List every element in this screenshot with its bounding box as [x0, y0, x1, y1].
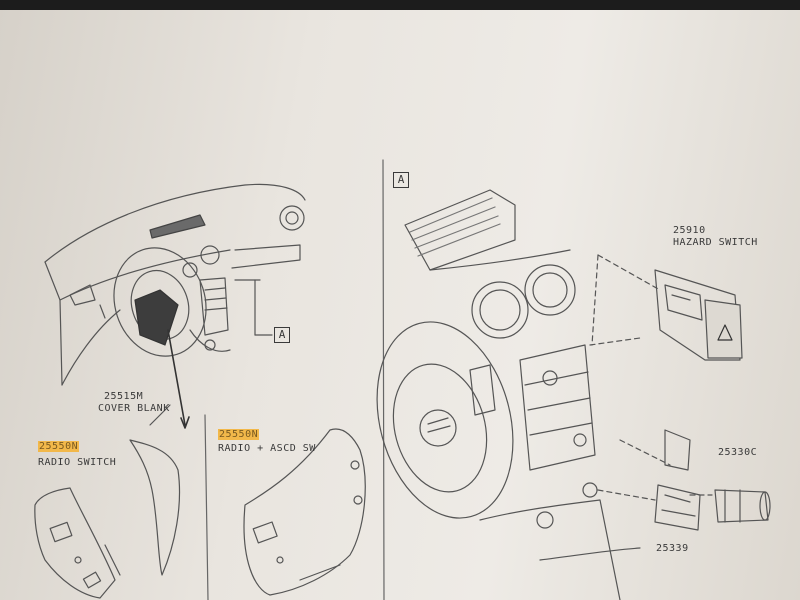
radio-switch-part: [34, 487, 121, 599]
dashboard-overview: [44, 183, 306, 429]
view-divider: [382, 159, 385, 600]
radio-ascd-number: 25550N: [218, 429, 260, 440]
leader-lines: [589, 254, 713, 501]
radio-switch-name: RADIO SWITCH: [38, 457, 117, 468]
view-a-marker: A: [393, 172, 409, 188]
cover-blank-part: [129, 439, 181, 576]
cover-blank-name: COVER BLANK: [98, 403, 170, 414]
panel-divider: [204, 414, 209, 600]
cover-blank-number: 25515M: [104, 391, 144, 402]
view-a-detail: [376, 189, 641, 600]
hazard-switch-number: 25910: [673, 225, 706, 236]
connector-25339-part: [654, 429, 701, 531]
part-25330c-number: 25330C: [718, 447, 758, 458]
radio-switch-number: 25550N: [38, 441, 80, 452]
radio-ascd-number-wrap: 25550N: [218, 429, 260, 440]
part-25339-number: 25339: [656, 543, 689, 554]
radio-switch-number-wrap: 25550N: [38, 441, 80, 452]
hazard-switch-part: [654, 269, 743, 361]
radio-ascd-part: [243, 428, 366, 596]
callout-a-marker: A: [274, 327, 290, 343]
photo-border: [0, 0, 800, 10]
socket-25330c-part: [714, 489, 771, 523]
radio-ascd-name: RADIO + ASCD SW: [218, 443, 316, 454]
hazard-switch-name: HAZARD SWITCH: [673, 237, 758, 248]
